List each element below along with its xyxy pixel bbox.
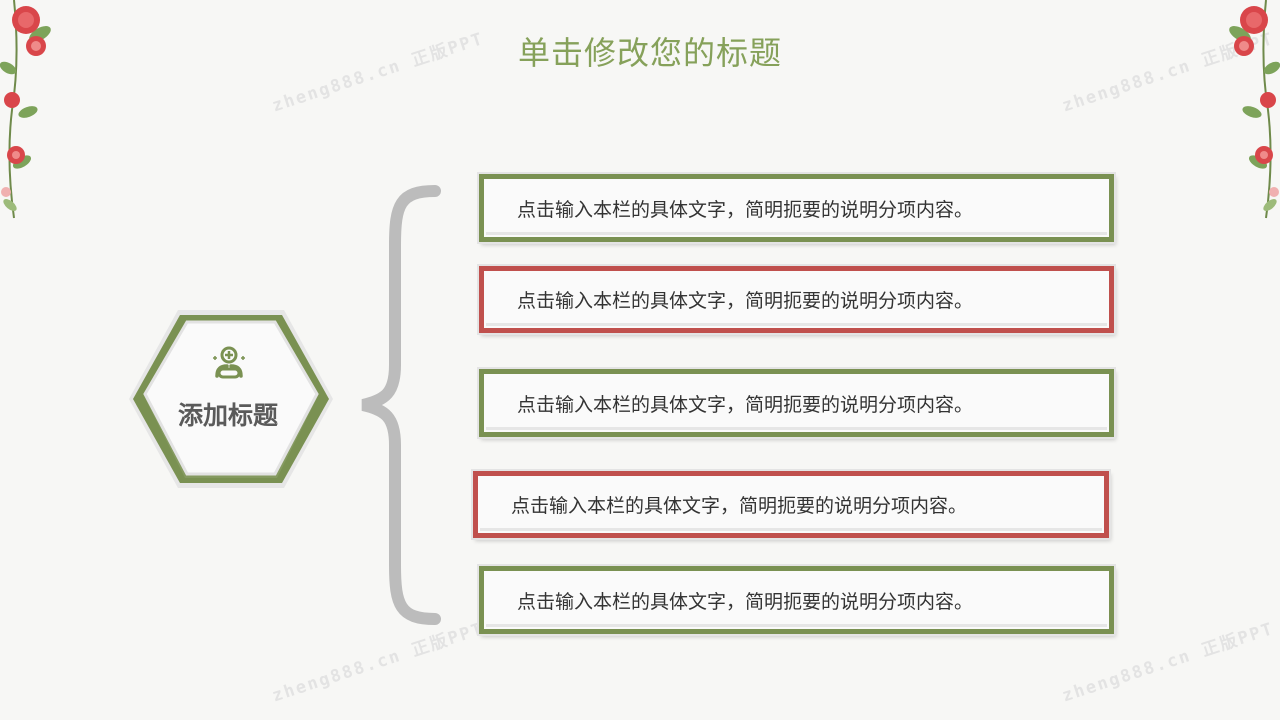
list-item-text: 点击输入本栏的具体文字，简明扼要的说明分项内容。 [517,393,974,416]
list-item-text: 点击输入本栏的具体文字，简明扼要的说明分项内容。 [511,495,968,517]
list-item-1[interactable]: 点击输入本栏的具体文字，简明扼要的说明分项内容。 [479,174,1114,242]
list-item-3[interactable]: 点击输入本栏的具体文字，简明扼要的说明分项内容。 [479,369,1114,437]
people-add-icon [213,346,245,379]
list-item-text: 点击输入本栏的具体文字，简明扼要的说明分项内容。 [517,198,974,221]
list-item-4[interactable]: 点击输入本栏的具体文字，简明扼要的说明分项内容。 [473,471,1109,538]
slide-title: 单击修改您的标题 [517,34,782,72]
hexagon-label: 添加标题 [177,401,278,430]
list-item-text: 点击输入本栏的具体文字，简明扼要的说明分项内容。 [517,290,974,312]
rose-vine-right-icon [1229,0,1280,219]
watermark-bottom-left: zheng888.cn 正版PPT [269,618,487,707]
list-item-5[interactable]: 点击输入本栏的具体文字，简明扼要的说明分项内容。 [479,566,1114,634]
list-item-text: 点击输入本栏的具体文字，简明扼要的说明分项内容。 [517,590,974,613]
list-item-2[interactable]: 点击输入本栏的具体文字，简明扼要的说明分项内容。 [479,266,1114,333]
hexagon-shape [129,310,333,488]
curly-brace [361,185,441,625]
rose-vine-left-icon [0,0,51,219]
